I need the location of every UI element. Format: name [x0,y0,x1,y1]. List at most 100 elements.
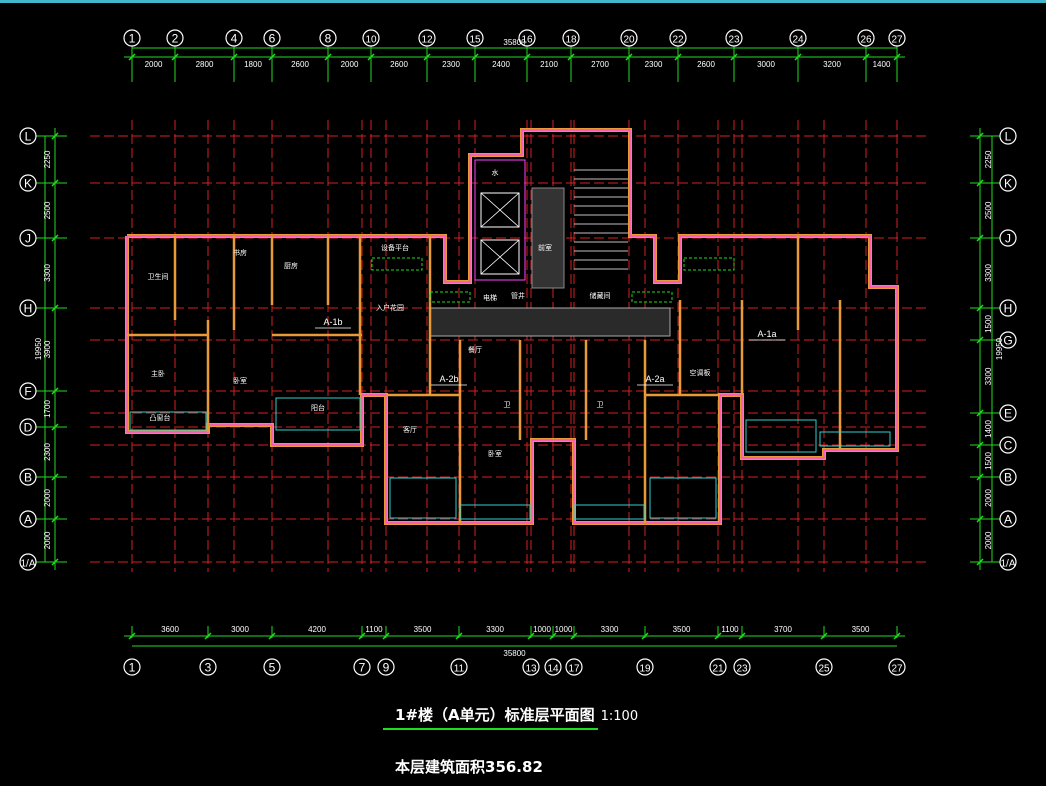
top-dim-text: 3200 [823,60,841,69]
room-label: 设备平台 [381,243,409,252]
right-dim-tick [976,234,984,242]
right-axis-H-label: H [1004,302,1013,316]
left-axis-H-bubble [19,299,37,317]
bottom-axis-1-bubble [123,658,141,676]
top-axis-15-label: 15 [469,35,481,46]
right-dim-tick [976,304,984,312]
room-label: 水 [492,168,499,177]
top-dim-text: 1400 [873,60,891,69]
left-axis-D-bubble [19,418,37,436]
room-label: 卫 [597,401,604,409]
bottom-dim-tick [714,632,722,640]
right-axis-J-label: J [1005,232,1011,246]
balcony [459,504,531,520]
top-axis-24-bubble [789,29,807,47]
bottom-axis-14-bubble [544,658,562,676]
balcony [389,477,457,519]
top-dim-tick [171,53,179,61]
outer-wall-inner [126,129,898,524]
right-axis-C-label: C [1004,439,1013,453]
title-underline [383,728,598,730]
right-dim-text: 1500 [984,452,993,470]
drawing-title-text: 1#楼（A单元）标准层平面图 [395,706,595,724]
left-axis-L-label: L [25,130,32,144]
bottom-axis-13-bubble [522,658,540,676]
room-label: 客厅 [403,425,417,434]
bottom-dim-text: 3000 [231,625,249,634]
unit-tag: A-2b [439,374,458,384]
room-label: 管井 [511,291,525,300]
bottom-dim-text: 1000 [555,625,573,634]
bottom-axis-5-label: 5 [269,661,276,675]
left-axis-F-bubble [19,382,37,400]
top-dim-text: 2600 [697,60,715,69]
room-label: 入户花园 [376,303,404,312]
bottom-dim-tick [268,632,276,640]
bottom-dim-tick [641,632,649,640]
top-dim-text: 2800 [196,60,214,69]
right-axis-J-bubble [999,229,1017,247]
left-axis-B-label: B [24,471,32,485]
bottom-axis-7-bubble [353,658,371,676]
bottom-axis-23-label: 23 [736,664,748,675]
left-dim-text: 1700 [43,400,52,418]
top-axis-4-label: 4 [231,32,238,46]
planter [371,257,423,271]
bottom-dim-text: 3300 [601,625,619,634]
bottom-axis-14-label: 14 [547,664,559,675]
balcony [275,397,361,431]
right-axis-G-bubble [999,331,1017,349]
bottom-axis-27-bubble [888,658,906,676]
right-dim-text: 2250 [984,150,993,168]
room-label: 餐厅 [468,345,482,354]
top-dim-tick [128,53,136,61]
bottom-axis-19-label: 19 [639,664,651,675]
balcony [819,431,891,447]
top-axis-27-label: 27 [891,35,903,46]
bottom-axis-25-label: 25 [818,664,830,675]
right-dim-tick [976,441,984,449]
right-dim-text: 2000 [984,489,993,507]
top-axis-16-label: 16 [521,35,533,46]
balcony [129,411,207,431]
bottom-axis-7-label: 7 [359,661,366,675]
top-axis-22-bubble [669,29,687,47]
top-axis-26-bubble [857,29,875,47]
bottom-dim-text: 4200 [308,625,326,634]
bottom-axis-17-bubble [565,658,583,676]
room-label: 阳台 [311,403,325,412]
elevator-car [480,239,520,275]
right-axis-A-label: A [1004,513,1012,527]
room-labels: 客厅主卧卧室卧室厨房阳台卫卫卫生间餐厅电梯前室水管井凸窗台设备平台入户花园空调板… [148,168,785,458]
top-rule [0,0,1046,3]
room-label: 卫 [504,401,511,409]
left-dim-text: 2500 [43,201,52,219]
right-dim-text: 3300 [984,367,993,385]
top-axis-22-label: 22 [672,35,684,46]
left-dim-text: 3300 [43,264,52,282]
left-axis-1-A-bubble [19,553,37,571]
right-total-text: 19950 [995,337,1004,360]
top-dim-tick [268,53,276,61]
bottom-axis-19-bubble [636,658,654,676]
left-axis-K-bubble [19,174,37,192]
top-dim-text: 1800 [244,60,262,69]
balcony [649,477,717,519]
unit-tag: A-1b [323,317,342,327]
left-dim-tick [51,179,59,187]
top-total-text: 35800 [503,38,526,47]
bottom-axis-21-bubble [709,658,727,676]
floor-area-note: 本层建筑面积356.82 [395,758,543,776]
grid-lines [90,120,930,572]
left-axis-A-label: A [24,513,32,527]
left-axis-D-label: D [24,421,33,435]
building-outline [125,128,899,525]
bottom-dim-tick [128,632,136,640]
top-axis-18-bubble [562,29,580,47]
right-dim-tick [976,473,984,481]
top-axis-23-bubble [725,29,743,47]
top-dim-text: 2000 [145,60,163,69]
top-axis-8-label: 8 [325,32,332,46]
bottom-axis-25-bubble [815,658,833,676]
top-dim-tick [862,53,870,61]
